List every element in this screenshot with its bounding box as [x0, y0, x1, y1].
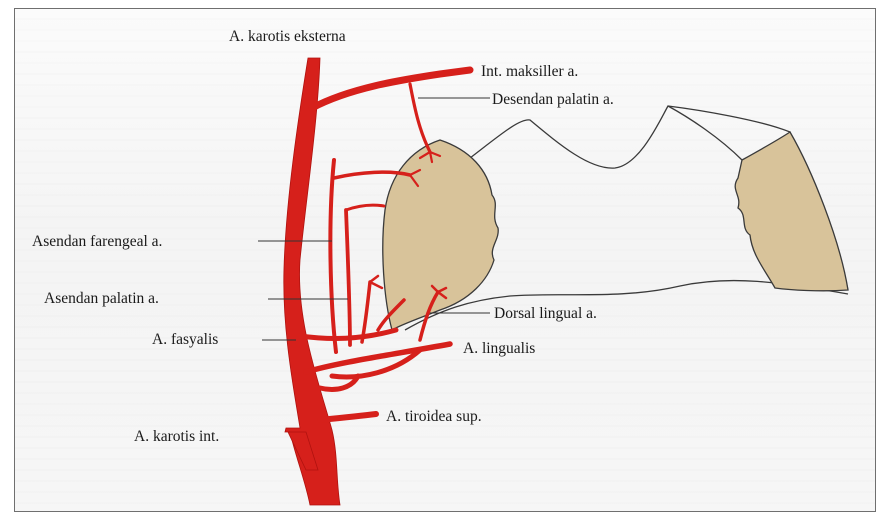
label-lingualis: A. lingualis: [463, 340, 535, 357]
ascending-palatine-twig: [346, 205, 384, 210]
label-asendan-farengeal: Asendan farengeal a.: [32, 233, 162, 250]
label-tiroidea-sup: A. tiroidea sup.: [386, 408, 482, 425]
label-asendan-palatin: Asendan palatin a.: [44, 290, 159, 307]
facial-twig-1: [362, 282, 370, 342]
lingual-artery: [306, 344, 450, 372]
ascending-pharyngeal-branch: [330, 160, 336, 352]
superior-thyroid-artery: [320, 414, 376, 420]
label-dorsal-lingual: Dorsal lingual a.: [494, 305, 597, 322]
label-desendan-palatin: Desendan palatin a.: [492, 91, 614, 108]
descending-palatine-branch: [410, 84, 430, 152]
ascending-palatine-branch: [346, 210, 350, 345]
palate-line-right: [668, 106, 742, 160]
right-tonsil: [735, 132, 848, 291]
label-fasyalis: A. fasyalis: [152, 331, 218, 348]
label-karotis-int: A. karotis int.: [134, 428, 219, 445]
internal-maxillary-branch: [312, 70, 470, 108]
label-int-maksiller: Int. maksiller a.: [481, 63, 578, 80]
facial-twig-1-tips: [370, 276, 382, 288]
label-karotis-eksterna: A. karotis eksterna: [229, 28, 346, 45]
